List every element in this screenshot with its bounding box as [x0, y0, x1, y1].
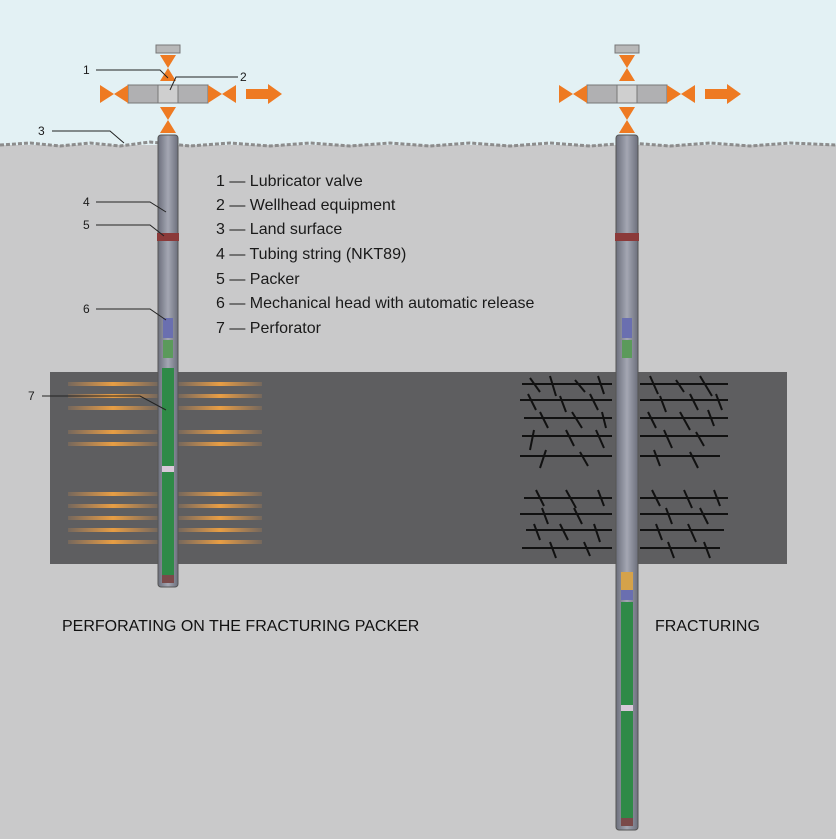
perforation-jets	[68, 382, 262, 544]
land-surface-line	[0, 140, 836, 148]
perforation-jet	[178, 382, 262, 386]
fracture-network	[520, 375, 728, 559]
legend-item: 5 — Packer	[216, 271, 300, 288]
perforator-tip-right	[621, 818, 633, 826]
legend-item: 4 — Tubing string (NKT89)	[216, 246, 406, 263]
packer-left	[157, 233, 179, 241]
perforation-jet	[68, 406, 158, 410]
mechanical-head-left	[163, 318, 173, 338]
gate-valve-icon	[559, 85, 587, 103]
perforation-jet	[68, 528, 158, 532]
perforation-jet	[68, 492, 158, 496]
perforation-jet	[68, 382, 158, 386]
perforation-jet	[178, 406, 262, 410]
callout-7: 7	[28, 389, 35, 403]
gate-valve-icon	[667, 85, 695, 103]
perforation-jet	[178, 394, 262, 398]
perforation-jet	[68, 442, 158, 446]
gate-valve-icon	[100, 85, 128, 103]
sky-area	[0, 0, 836, 145]
callout-6: 6	[83, 302, 90, 316]
legend-item: 7 — Perforator	[216, 320, 322, 337]
callout-1: 1	[83, 63, 90, 77]
legend-item: 2 — Wellhead equipment	[216, 197, 396, 214]
perforator-left	[162, 368, 174, 580]
perforation-jet	[178, 504, 262, 508]
lubricator-cap-left	[155, 44, 181, 54]
legend: 1 — Lubricator valve 2 — Wellhead equipm…	[216, 173, 534, 337]
wellhead-left	[100, 44, 282, 133]
legend-item: 6 — Mechanical head with automatic relea…	[216, 295, 534, 312]
perforation-jet	[178, 442, 262, 446]
wellhead-body-left	[157, 84, 179, 104]
callout-2: 2	[240, 70, 247, 84]
perforation-jet	[68, 430, 158, 434]
gate-valve-icon	[619, 55, 635, 81]
gate-valve-icon	[160, 107, 176, 133]
legend-item: 1 — Lubricator valve	[216, 173, 363, 190]
wellhead-body-right	[616, 84, 638, 104]
perforation-jet	[178, 540, 262, 544]
perforation-jet	[178, 516, 262, 520]
perforator-tip-left	[162, 575, 174, 583]
perforation-jet	[68, 504, 158, 508]
packer-right	[615, 233, 639, 241]
callout-3: 3	[38, 124, 45, 138]
perforation-jet	[68, 516, 158, 520]
gate-valve-icon	[619, 107, 635, 133]
callout-lines	[42, 69, 238, 411]
release-left	[163, 340, 173, 358]
flow-arrow-icon	[705, 84, 741, 104]
callout-4: 4	[83, 195, 90, 209]
left-well	[157, 134, 179, 588]
perforation-jet	[178, 430, 262, 434]
perforation-jet	[178, 528, 262, 532]
perforation-jet	[68, 540, 158, 544]
caption-perforating: PERFORATING ON THE FRACTURING PACKER	[62, 618, 419, 635]
perforation-jet	[178, 492, 262, 496]
wellhead-right	[559, 44, 741, 133]
tool-head-right	[621, 590, 633, 600]
callout-5: 5	[83, 218, 90, 232]
right-well	[615, 134, 639, 831]
gate-valve-icon	[208, 85, 236, 103]
legend-item: 3 — Land surface	[216, 221, 342, 238]
release-right	[622, 340, 632, 358]
lubricator-cap-right	[614, 44, 640, 54]
mechanical-head-right	[622, 318, 632, 338]
perforator-joint-right	[621, 705, 633, 711]
tool-top-right	[621, 572, 633, 590]
flow-arrow-icon	[246, 84, 282, 104]
caption-fracturing: FRACTURING	[655, 618, 760, 635]
perforator-joint-left	[162, 466, 174, 472]
